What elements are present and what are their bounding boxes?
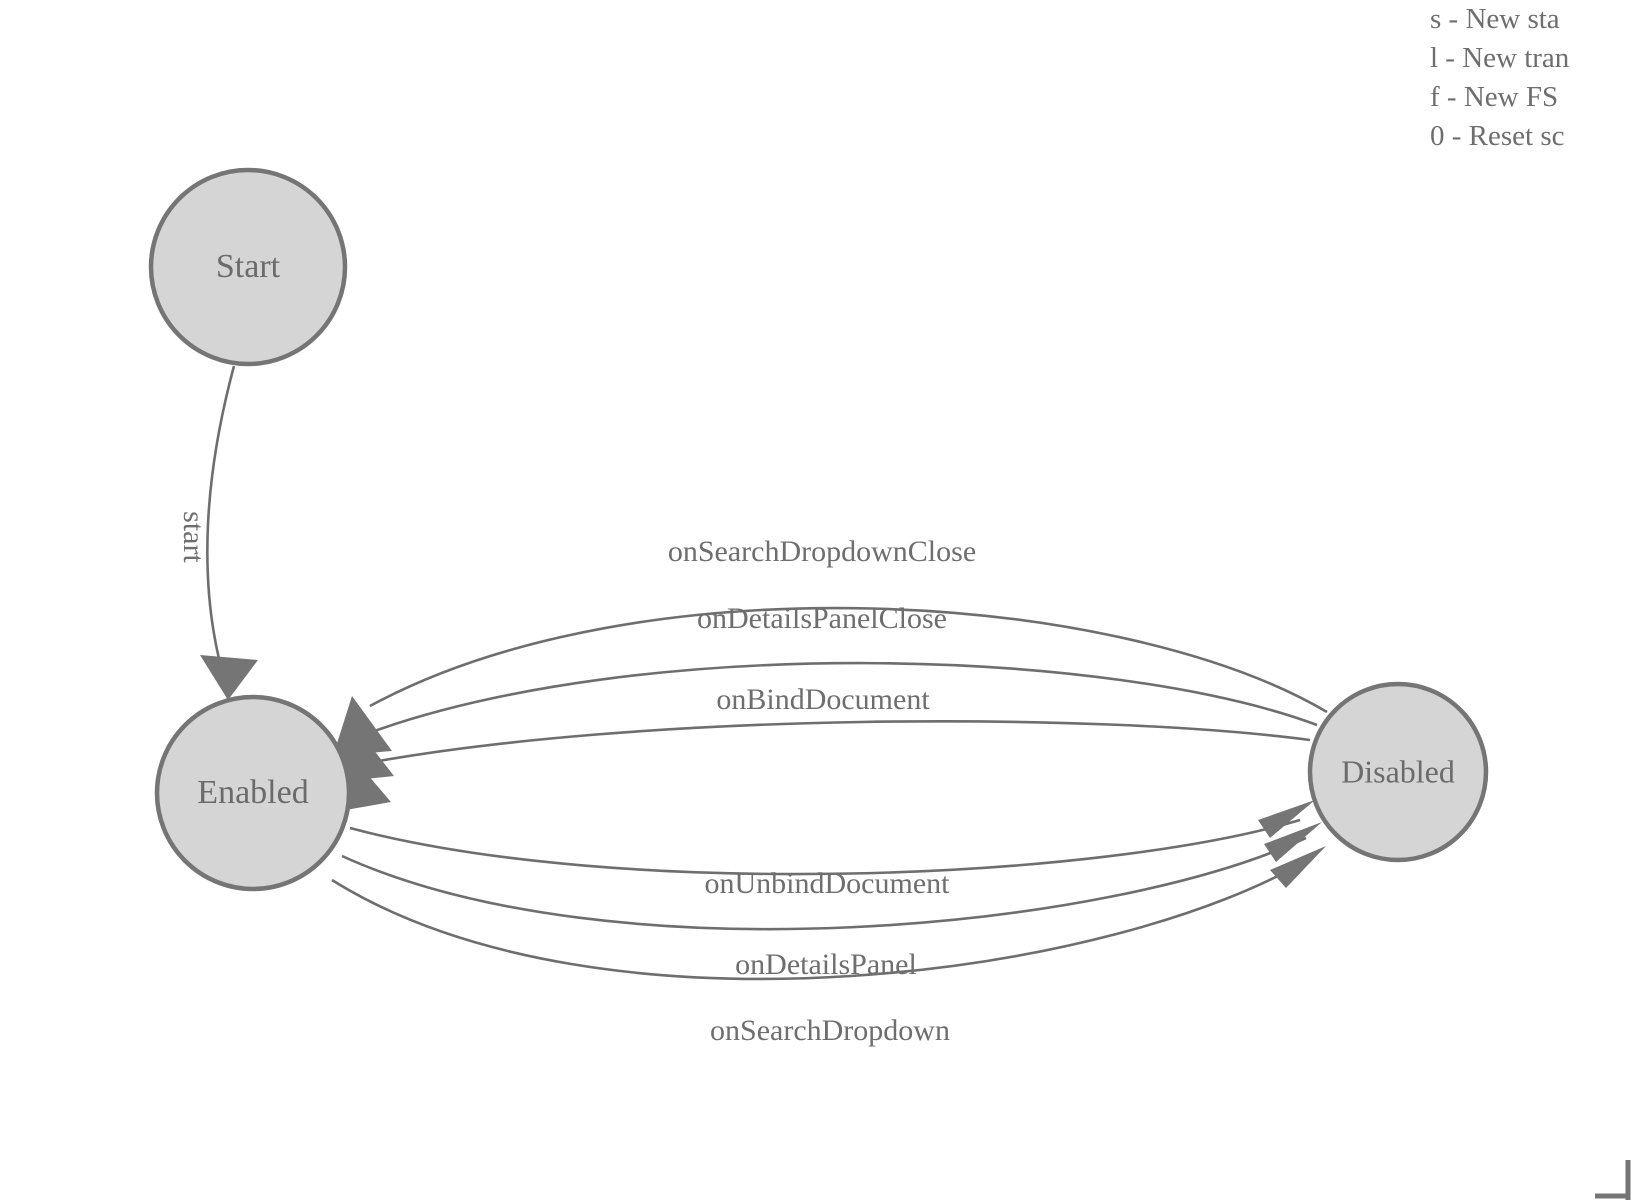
help-line-new-transition: l - New tran (1430, 42, 1570, 74)
edge-path-on-search-dropdown[interactable] (331, 854, 1315, 981)
edge-layer (206, 365, 1328, 981)
help-line-new-fsm: f - New FS (1430, 81, 1559, 113)
edge-path-on-unbind-document[interactable] (349, 818, 1301, 876)
help-line-reset-scene: 0 - Reset sc (1430, 120, 1565, 152)
arrowhead-unbind-document-to-disabled (1258, 800, 1315, 838)
help-panel: s - New sta l - New tran f - New FS 0 - … (1430, 0, 1632, 156)
arrowhead-start-to-enabled (200, 655, 258, 700)
arrowhead-search-dropdown-to-disabled (1270, 846, 1326, 888)
node-start[interactable] (148, 167, 348, 367)
arrowhead-layer (200, 655, 1326, 888)
edge-path-on-details-panel-close[interactable] (365, 661, 1318, 736)
edge-label-on-bind-document[interactable]: onBindDocument (716, 683, 930, 716)
edge-path-on-search-dropdown-close[interactable] (369, 606, 1328, 714)
edge-label-on-unbind-document[interactable]: onUnbindDocument (704, 867, 950, 900)
edge-path-on-details-panel[interactable] (341, 836, 1307, 931)
node-disabled[interactable] (1307, 681, 1489, 863)
help-line-new-state: s - New sta (1430, 3, 1560, 35)
node-enabled[interactable] (154, 694, 352, 892)
arrowhead-details-panel-to-disabled (1264, 822, 1322, 862)
edge-path-start[interactable] (206, 365, 236, 679)
edge-label-start[interactable]: start (177, 511, 210, 563)
edge-label-on-search-dropdown-close[interactable]: onSearchDropdownClose (667, 535, 977, 568)
edge-label-on-details-panel[interactable]: onDetailsPanel (735, 948, 917, 981)
edge-path-on-bind-document[interactable] (361, 720, 1311, 766)
edge-label-on-details-panel-close[interactable]: onDetailsPanelClose (697, 602, 947, 635)
frame-corner-marker (1595, 1160, 1631, 1200)
node-layer (148, 167, 1489, 892)
edge-label-on-search-dropdown[interactable]: onSearchDropdown (710, 1014, 950, 1047)
